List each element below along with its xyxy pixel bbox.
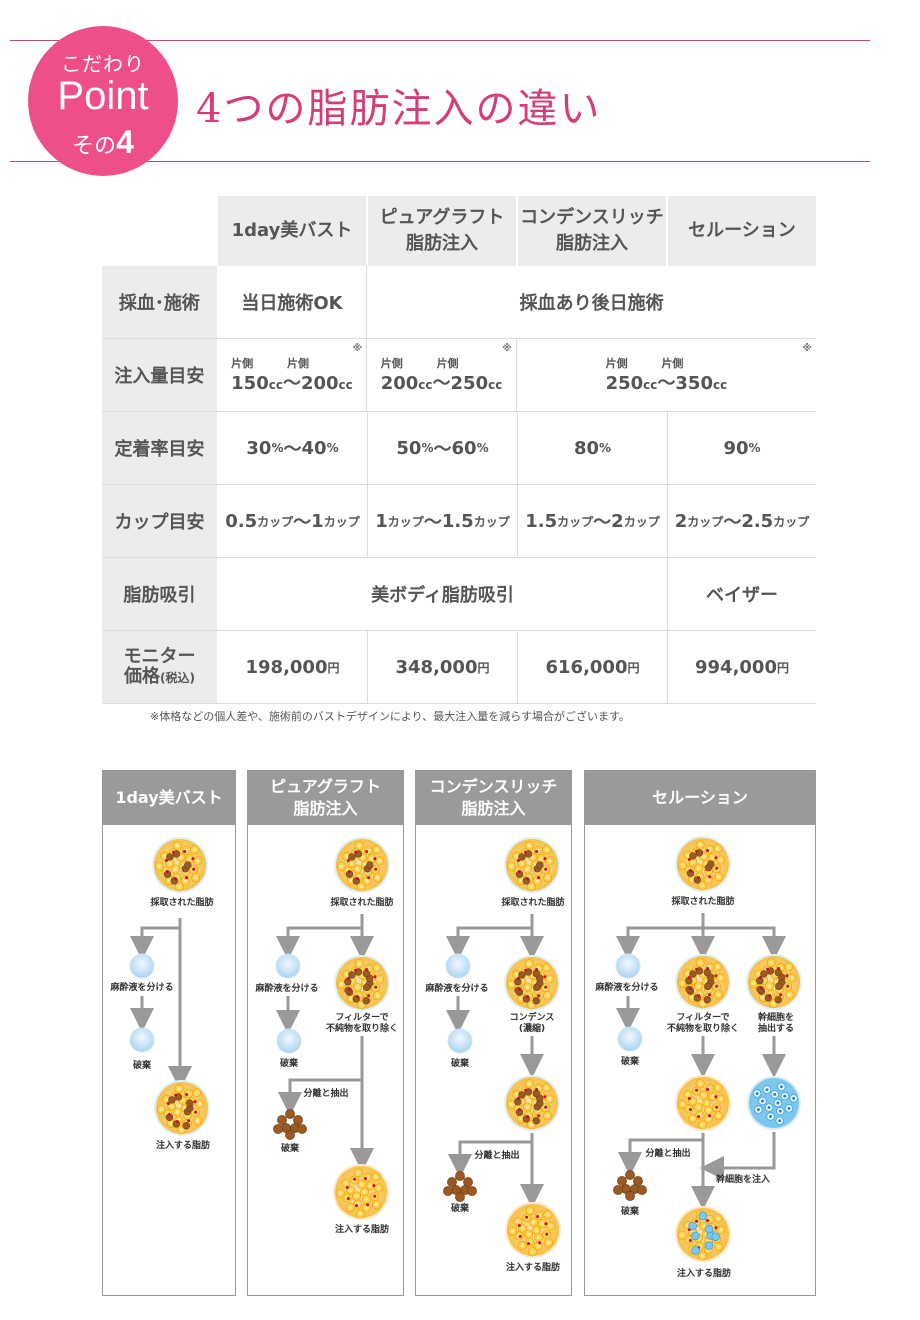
row-label-price: モニター価格(税込) bbox=[102, 631, 218, 703]
table-header-row: 1day美バスト ピュアグラフト脂肪注入 コンデンスリッチ脂肪注入 セルーション bbox=[102, 196, 816, 266]
cell-rate-cellution: 90% bbox=[723, 437, 761, 459]
header-top-line bbox=[10, 40, 870, 41]
point-badge: こだわり Point その4 bbox=[28, 26, 178, 176]
badge-kodawari: こだわり bbox=[61, 52, 145, 76]
flow-panel-cellution: セルーション bbox=[584, 770, 816, 1296]
table-footnote: ※体格などの個人差や、施術前のバストデザインにより、最大注入量を減らす場合がござ… bbox=[150, 710, 630, 723]
note-mark: ※ bbox=[502, 343, 512, 354]
row-label-rate: 定着率目安 bbox=[102, 412, 218, 484]
col-header-cellution: セルーション bbox=[668, 196, 816, 266]
table-row: 採血･施術 当日施術OK 採血あり後日施術 bbox=[102, 266, 816, 339]
side-label: 片側 片側 bbox=[605, 357, 684, 370]
table-corner bbox=[102, 196, 218, 266]
panel-title-cellution: セルーション bbox=[585, 771, 815, 825]
cell-lipo-cellution: ベイザー bbox=[706, 585, 778, 606]
table-row: 脂肪吸引 美ボディ脂肪吸引 ベイザー bbox=[102, 558, 816, 631]
col-header-1day: 1day美バスト bbox=[218, 196, 368, 266]
cell-rate-1day: 30%～40% bbox=[218, 412, 368, 484]
cell-rate-condense: 80% bbox=[518, 412, 668, 484]
side-label: 片側 片側 bbox=[231, 357, 309, 370]
flow-panel-puregraft: ピュアグラフト脂肪注入 bbox=[247, 770, 404, 1296]
panel-title-puregraft: ピュアグラフト脂肪注入 bbox=[248, 771, 403, 825]
row-label-lipo: 脂肪吸引 bbox=[102, 558, 218, 630]
row-label-blood: 採血･施術 bbox=[102, 266, 218, 338]
page-title: 4つの脂肪注入の違い bbox=[196, 86, 602, 132]
table-row: 定着率目安 30%～40% 50%～60% 80% 90% bbox=[102, 412, 816, 485]
badge-number: その4 bbox=[72, 124, 134, 160]
cell-lipo-main: 美ボディ脂肪吸引 bbox=[218, 558, 668, 630]
comparison-table: 1day美バスト ピュアグラフト脂肪注入 コンデンスリッチ脂肪注入 セルーション… bbox=[102, 196, 816, 704]
col-header-condense: コンデンスリッチ脂肪注入 bbox=[518, 196, 668, 266]
cell-blood-rest: 採血あり後日施術 bbox=[519, 293, 664, 314]
panel-title-1day: 1day美バスト bbox=[103, 771, 235, 825]
note-mark: ※ bbox=[802, 343, 812, 354]
panel-title-condense: コンデンスリッチ脂肪注入 bbox=[416, 771, 571, 825]
cell-blood-1day: 当日施術OK bbox=[218, 266, 368, 338]
row-label-volume: 注入量目安 bbox=[102, 339, 218, 411]
badge-point: Point bbox=[57, 74, 149, 118]
flow-panel-condense: コンデンスリッチ脂肪注入 bbox=[415, 770, 572, 1296]
row-label-cup: カップ目安 bbox=[102, 485, 218, 557]
header-bottom-line bbox=[10, 161, 870, 162]
col-header-puregraft: ピュアグラフト脂肪注入 bbox=[368, 196, 518, 266]
cell-rate-puregraft: 50%～60% bbox=[368, 412, 518, 484]
flow-panel-1day: 1day美バスト bbox=[102, 770, 236, 1296]
note-mark: ※ bbox=[352, 343, 363, 354]
side-label: 片側 片側 bbox=[380, 357, 459, 370]
